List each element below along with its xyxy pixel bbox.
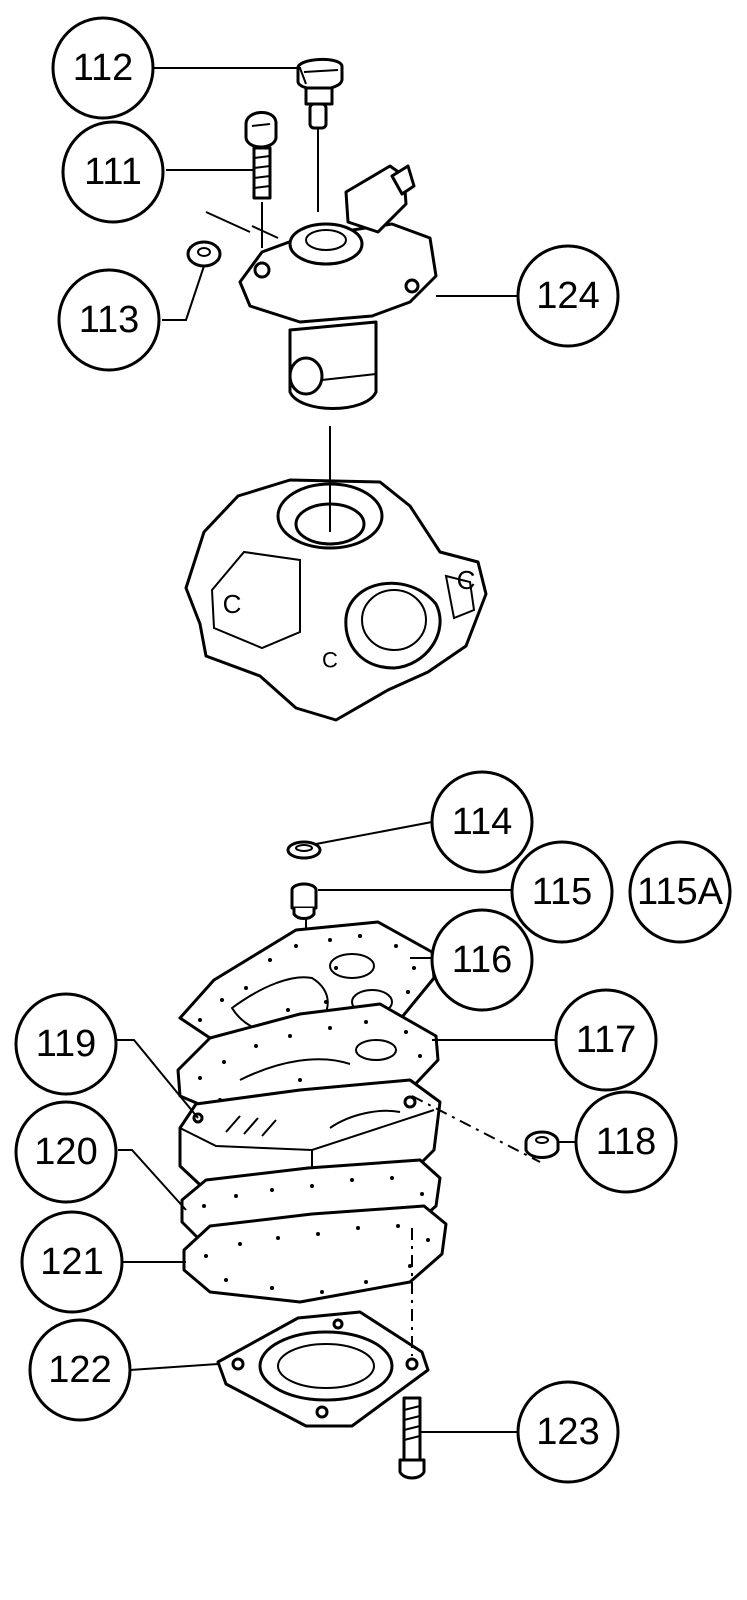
callout-121-label: 121	[40, 1241, 103, 1283]
part-112-screw	[296, 58, 344, 130]
callout-121[interactable]: 121	[20, 1210, 124, 1314]
callout-layer: 112 111 113 124 114 115 115A 116 117 118…	[14, 16, 732, 1484]
callout-111[interactable]: 111	[61, 120, 165, 224]
callout-113[interactable]: 113	[57, 268, 161, 372]
part-118-nut	[524, 1130, 560, 1159]
diaphragm-121-texture	[204, 1224, 430, 1294]
callout-123-label: 123	[536, 1411, 599, 1453]
callout-115[interactable]: 115	[510, 840, 614, 944]
part-124-throttle-body	[238, 164, 438, 410]
part-123-screw	[398, 1396, 426, 1480]
svg-text:C: C	[457, 565, 476, 595]
part-111-bolt	[244, 111, 278, 200]
callout-119[interactable]: 119	[14, 992, 118, 1096]
callout-120[interactable]: 120	[14, 1100, 118, 1204]
svg-text:C: C	[322, 648, 338, 673]
svg-text:C: C	[223, 589, 242, 619]
callout-124[interactable]: 124	[516, 244, 620, 348]
callout-112[interactable]: 112	[51, 16, 155, 120]
callout-117[interactable]: 117	[554, 988, 658, 1092]
part-121-diaphragm	[182, 1204, 448, 1304]
callout-124-label: 124	[536, 275, 599, 317]
leader-lines	[116, 67, 576, 1433]
callout-118[interactable]: 118	[574, 1090, 678, 1194]
callout-122-label: 122	[48, 1349, 111, 1391]
callout-115-label: 115	[532, 871, 593, 913]
part-113-washer	[186, 240, 222, 268]
callout-115A[interactable]: 115A	[628, 840, 732, 944]
callout-122[interactable]: 122	[28, 1318, 132, 1422]
callout-120-label: 120	[34, 1131, 97, 1173]
part-115-jet	[290, 882, 318, 920]
callout-113-label: 113	[79, 299, 140, 341]
callout-114-label: 114	[452, 801, 513, 843]
callout-115A-label: 115A	[637, 871, 724, 913]
callout-118-label: 118	[596, 1121, 657, 1163]
callout-112-label: 112	[73, 47, 134, 89]
callout-123[interactable]: 123	[516, 1380, 620, 1484]
callout-116-label: 116	[452, 939, 513, 981]
carburetor-main-body: C C C	[184, 478, 488, 722]
callout-111-label: 111	[84, 151, 142, 193]
callout-116[interactable]: 116	[430, 908, 534, 1012]
part-114-washer	[286, 840, 322, 860]
part-122-cover	[216, 1310, 430, 1428]
callout-114[interactable]: 114	[430, 770, 534, 874]
callout-117-label: 117	[576, 1019, 637, 1061]
callout-119-label: 119	[36, 1023, 97, 1065]
